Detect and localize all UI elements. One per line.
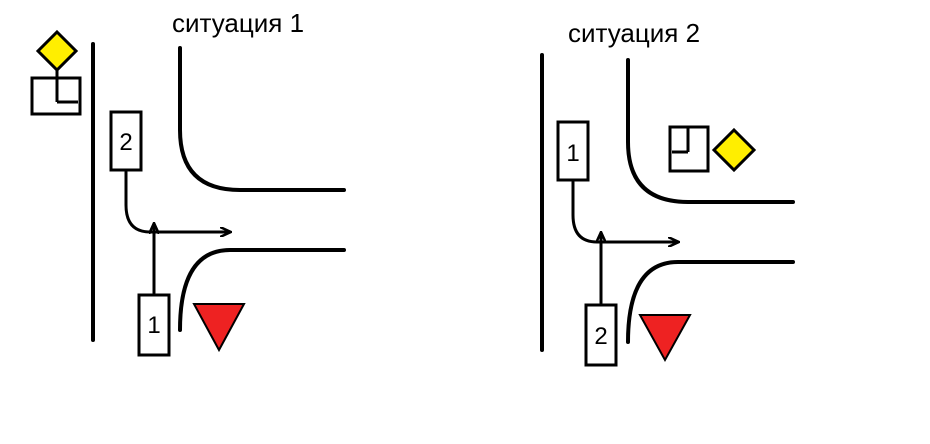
scene-2: ситуация 2 1 2 <box>540 18 795 367</box>
scene-2-lower-right-curb <box>626 260 795 344</box>
scene-1-car-1-body <box>137 293 171 357</box>
scene-1-car-top-label: 2 <box>119 129 132 156</box>
scene-2-car-top-label: 1 <box>566 140 579 167</box>
scene-1-car-bottom: 1 <box>137 293 171 357</box>
scene-1-road-layout-plate-icon <box>30 76 82 116</box>
scene-2-car-bottom: 2 <box>584 303 618 367</box>
scene-2-main-road-sign <box>668 125 757 173</box>
scene-1-main-road-diamond-icon <box>35 29 79 73</box>
scene-2-car-bottom-label: 2 <box>594 323 607 350</box>
scene-1-main-road-sign <box>30 29 82 116</box>
scene-2-upper-right-curb <box>626 58 795 204</box>
scene-1-lower-right-curb <box>178 248 346 332</box>
scene-1-car-top-path-arrow <box>124 170 230 232</box>
scene-2-give-way-sign-icon <box>638 314 692 363</box>
scene-1: ситуация 1 2 1 <box>30 8 346 357</box>
scene-1-title: ситуация 1 <box>172 8 304 38</box>
scene-1-car-bottom-label: 1 <box>147 312 160 339</box>
scene-2-car-top-path-arrow <box>571 180 678 242</box>
scene-2-title: ситуация 2 <box>568 18 700 48</box>
scene-2-car-2-body <box>584 303 618 367</box>
scene-2-road-layout-plate-icon <box>668 125 710 173</box>
scene-2-car-1-body <box>556 120 590 182</box>
scene-1-upper-right-curb <box>178 46 346 192</box>
scene-2-main-road-diamond-icon <box>711 127 757 173</box>
scene-1-car-top: 2 <box>109 110 143 172</box>
scene-1-car-2-body <box>109 110 143 172</box>
scene-1-give-way-sign-icon <box>192 303 246 353</box>
scene-2-car-top: 1 <box>556 120 590 182</box>
